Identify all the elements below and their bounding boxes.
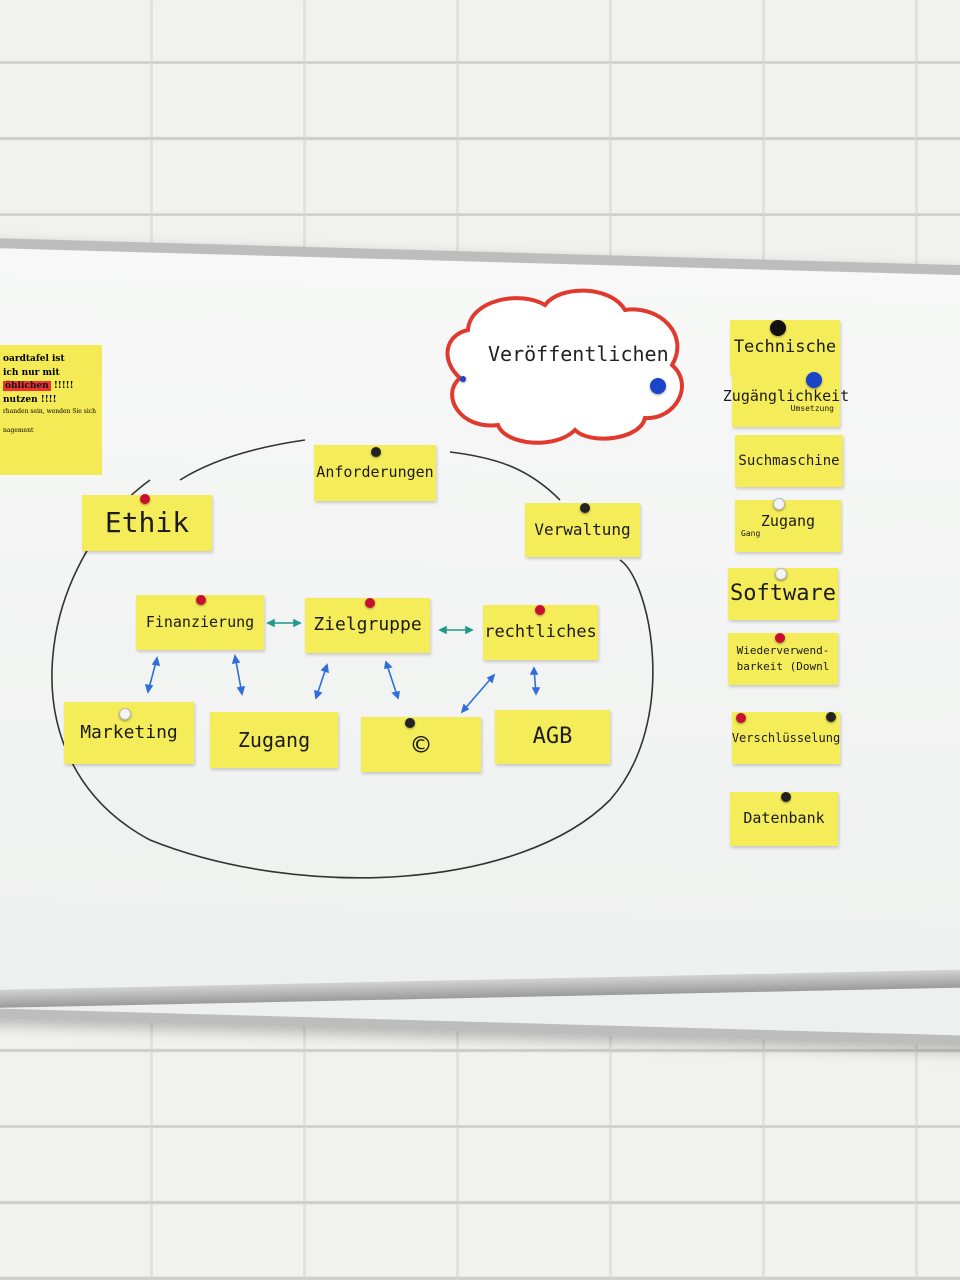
pin-white [773,498,785,510]
note-marketing-label: Marketing [80,721,178,743]
teal-arrows [266,618,474,635]
magnet-pin-black [770,320,786,336]
top-arc-left [179,439,306,481]
pin-black [826,712,836,722]
sign-line-4: rhanden sein, wenden Sie sich [3,408,96,415]
note-suchmaschine-label: Suchmaschine [738,452,840,469]
note-anforderungen-label: Anforderungen [316,463,434,482]
note-zugang-right: Zugang Gang [735,500,841,552]
note-zugang-right-label: Zugang [760,511,816,530]
note-zielgruppe-label: Zielgruppe [313,614,422,636]
note-zugang-label: Zugang [237,727,311,752]
pin-white [775,568,787,580]
note-wiederverwend-line2: barkeit (Downl [736,660,830,673]
top-arc-right [449,451,561,501]
note-copyright-label: © [412,727,430,761]
note-agb-label: AGB [532,724,573,750]
sign-line-5: nagement [3,427,34,434]
sign-line-2: ich nur mit [3,367,60,378]
note-ethik: Ethik [82,495,212,551]
pin-black [371,447,381,457]
magnet-pin [650,378,666,394]
note-software-label: Software [730,581,836,607]
note-verschluesselung-label: Verschlüsselung [731,730,841,745]
pin-black [781,792,791,802]
note-finanzierung-label: Finanzierung [145,612,255,631]
note-technische-label: Technische [733,336,837,357]
pin-red [736,713,746,723]
sign-line-1: oardtafel ist [3,354,65,364]
board-usage-sign: oardtafel ist ich nur mit öhlichen !!!!!… [0,345,102,475]
ellipse-outline [51,479,654,879]
note-zugaenglichkeit-sub: Umsetzung [790,403,834,413]
note-zugaenglichkeit: Zugänglichkeit Umsetzung [723,375,849,427]
note-ethik-label: Ethik [104,506,190,540]
note-suchmaschine: Suchmaschine [735,435,843,487]
note-zugang-right-sub: Gang [741,528,761,538]
note-agb: AGB [495,710,610,764]
pin-red [196,595,206,605]
note-verwaltung-label: Verwaltung [534,519,631,539]
pin-black [405,718,415,728]
blue-arrows [144,654,541,714]
cloud-label: Veröffentlichen [488,342,669,366]
note-copyright: © [361,717,481,772]
note-zugang: Zugang [210,712,338,768]
note-finanzierung: Finanzierung [136,595,264,650]
pin-red [775,633,785,643]
sign-highlight-suffix: !!!!! [50,381,74,391]
pin-black [580,503,590,513]
magnet-pin-small [460,376,466,382]
pin-red [535,605,545,615]
note-wiederverwend-line1: Wiederverwend- [736,644,830,658]
pin-white [119,708,131,720]
note-rechtliches-label: rechtliches [484,621,597,642]
note-datenbank-label: Datenbank [743,809,825,828]
magnet-pin-blue [806,372,822,388]
sign-line-highlight: öhlichen !!!!! [3,380,99,394]
sign-highlight: öhlichen [3,381,51,391]
note-datenbank: Datenbank [730,792,838,846]
note-zugaenglichkeit-label: Zugänglichkeit [722,386,850,405]
pin-red [365,598,375,608]
sign-line-3: nutzen !!!! [3,394,57,405]
note-verschluesselung: Verschlüsselung [732,712,840,764]
cloud-shape [445,288,684,445]
pin-red [140,494,150,504]
